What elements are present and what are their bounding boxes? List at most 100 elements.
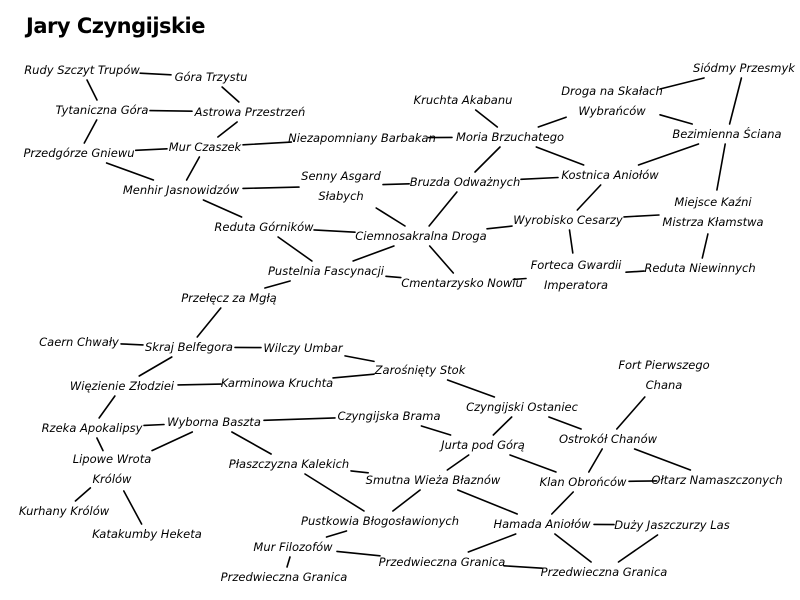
- location-ostrokol: Ostrokół Chanów: [559, 432, 658, 446]
- location-label: Czyngijski Ostaniec: [466, 400, 579, 414]
- connection-senny-bruzda: [382, 183, 411, 186]
- connection-bezimienna-miejsce: [716, 143, 727, 191]
- connection-rzeka-wyborna: [143, 423, 165, 427]
- connection-ciemno-pustelnia: [352, 245, 395, 262]
- location-label: Mur Czaszek: [169, 140, 243, 154]
- location-label: Rudy Szczyt Trupów: [24, 63, 140, 77]
- location-label: Chana: [646, 378, 683, 392]
- location-przelecz: Przełęcz za Mgłą: [181, 291, 276, 305]
- location-klan: Klan Obrońców: [540, 475, 627, 489]
- connection-ostrokol-oltarz: [633, 448, 692, 471]
- connection-kruchta-moria: [474, 109, 499, 128]
- connection-jurta-smutna: [446, 454, 470, 471]
- connection-rudy-gora: [139, 72, 172, 76]
- connection-jurta-klan: [509, 454, 557, 473]
- connection-zarosniety-ostaniec: [446, 379, 496, 398]
- map-title: Jary Czyngijskie: [26, 14, 205, 38]
- location-plaszczyzna: Płaszczyzna Kalekich: [229, 457, 349, 471]
- location-menhir: Menhir Jasnowidzów: [123, 183, 240, 197]
- connection-moria-kostnica: [535, 146, 585, 166]
- location-label: Kurhany Królów: [19, 504, 110, 518]
- location-moria: Moria Brzuchatego: [456, 130, 564, 144]
- location-wiezienie: Więzienie Złodziei: [70, 379, 175, 393]
- location-label: Słabych: [318, 189, 363, 203]
- connection-klan-hamada: [550, 491, 575, 515]
- connection-bezimienna-kostnica: [637, 143, 700, 166]
- location-label: Caern Chwały: [39, 335, 119, 349]
- connection-senny-ciemno: [375, 207, 406, 227]
- connection-ostaniec-ostrokol: [548, 416, 582, 430]
- connection-bruzda-ciemno: [428, 191, 458, 227]
- location-katakumby: Katakumby Heketa: [92, 527, 202, 541]
- location-label: Płaszczyzna Kalekich: [229, 457, 349, 471]
- location-reduta_n: Reduta Niewinnych: [644, 261, 755, 275]
- location-niezap: Niezapomniany Barbakan: [288, 131, 436, 145]
- location-label: Wybrańców: [578, 104, 646, 118]
- location-label: Wilczy Umbar: [263, 341, 344, 355]
- location-label: Bezimienna Ściana: [672, 126, 781, 141]
- connection-pg_mid-pg_right: [503, 564, 543, 570]
- location-label: Więzienie Złodziei: [70, 379, 175, 393]
- connection-brama-jurta: [420, 425, 452, 436]
- location-label: Hamada Aniołów: [493, 517, 591, 531]
- location-label: Pustkowia Błogosławionych: [301, 514, 459, 528]
- connection-moria-bruzda: [474, 146, 501, 173]
- connection-karminowa-zarosniety: [332, 373, 375, 379]
- location-kruchta: Kruchta Akabanu: [414, 93, 513, 107]
- location-ostaniec: Czyngijski Ostaniec: [466, 400, 579, 414]
- location-wyrobisko: Wyrobisko Cesarzy: [513, 213, 623, 227]
- location-rudy: Rudy Szczyt Trupów: [24, 63, 140, 77]
- location-label: Katakumby Heketa: [92, 527, 202, 541]
- connection-lipowe-katakumby: [123, 490, 143, 525]
- location-pustkowia: Pustkowia Błogosławionych: [301, 514, 459, 528]
- connection-ostrokol-klan: [587, 448, 604, 473]
- location-label: Reduta Niewinnych: [644, 261, 755, 275]
- connection-lipowe-kurhany: [74, 487, 92, 502]
- location-label: Reduta Górników: [214, 220, 314, 234]
- location-murczaszek: Mur Czaszek: [169, 140, 243, 154]
- location-ciemno: Ciemnosakralna Droga: [355, 229, 486, 243]
- location-label: Klan Obrońców: [540, 475, 627, 489]
- connection-tytaniczna-astrowa: [149, 109, 193, 112]
- location-label: Przełęcz za Mgłą: [181, 291, 276, 305]
- location-pg_mid: Przedwieczna Granica: [379, 555, 506, 569]
- connection-murczaszek-menhir: [185, 156, 201, 181]
- connection-ciemno-cmentarzysko: [428, 245, 455, 274]
- connection-murfil-pg_left: [286, 556, 291, 568]
- connection-smutna-pustkowia: [392, 489, 421, 512]
- location-label: Wyrobisko Cesarzy: [513, 213, 623, 227]
- connection-przedgorze-menhir: [105, 162, 155, 181]
- location-label: Królów: [93, 472, 133, 486]
- location-label: Czyngijska Brama: [337, 409, 440, 423]
- location-reduta_g: Reduta Górników: [214, 220, 314, 234]
- connection-murfil-pg_mid: [336, 550, 381, 557]
- connection-miejsce-reduta_n: [701, 233, 709, 259]
- location-label: Ciemnosakralna Droga: [355, 229, 486, 243]
- location-label: Siódmy Przesmyk: [693, 61, 796, 75]
- location-label: Menhir Jasnowidzów: [123, 183, 240, 197]
- location-smutna: Smutna Wieża Błaznów: [366, 473, 501, 487]
- location-label: Tytaniczna Góra: [56, 103, 149, 117]
- location-label: Droga na Skałach: [561, 84, 663, 98]
- location-pg_right: Przedwieczna Granica: [541, 565, 668, 579]
- connection-gora-astrowa: [221, 86, 240, 103]
- location-rzeka: Rzeka Apokalipsy: [42, 421, 143, 435]
- location-label: Bruzda Odważnych: [410, 175, 521, 189]
- location-karminowa: Karminowa Kruchta: [221, 376, 333, 390]
- location-skraj: Skraj Belfegora: [145, 340, 233, 354]
- connection-reduta_g-ciemno: [313, 229, 356, 233]
- location-label: Wyborna Baszta: [167, 415, 261, 429]
- location-zarosniety: Zarośnięty Stok: [374, 363, 467, 377]
- location-pustelnia: Pustelnia Fascynacji: [268, 264, 385, 278]
- location-kurhany: Kurhany Królów: [19, 504, 110, 518]
- connection-wilczy-zarosniety: [344, 355, 375, 363]
- location-oltarz: Ołtarz Namaszczonych: [651, 473, 782, 487]
- connection-menhir-senny: [242, 186, 300, 190]
- connection-pustelnia-przelecz: [264, 280, 291, 289]
- connection-plaszczyzna-smutna: [350, 470, 370, 474]
- location-label: Kostnica Aniołów: [561, 168, 659, 182]
